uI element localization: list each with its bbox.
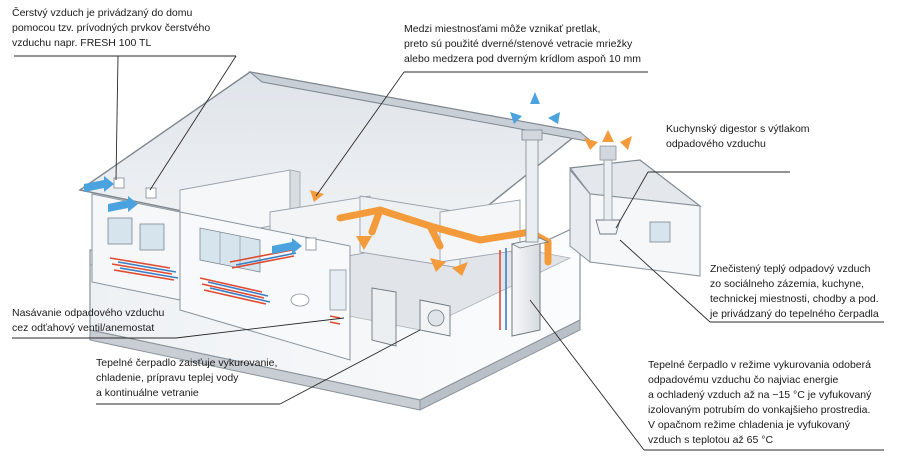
roof-exhaust-arrows (510, 92, 560, 124)
callout-line: a ochladený vzduch až na −15 °C je vyfuk… (648, 389, 872, 401)
callout-line: preto sú použité dverné/stenové vetracie… (404, 38, 633, 50)
callout-line: Kuchynský digestor s výtlakom (666, 123, 810, 135)
waste-air-arrows (310, 190, 468, 276)
outdoor-unit (419, 299, 451, 337)
callout-line: je privádzaný do tepelného čerpadla (710, 308, 879, 320)
callout-fresh-air: Čerstvý vzduch je privádzaný do domu pom… (12, 6, 210, 51)
callout-line: Znečistený teplý odpadový vzduch (710, 263, 871, 275)
kitchen-hood-arrows (584, 130, 632, 150)
callout-line: cez odťahový ventil/anemostat (12, 322, 155, 334)
callout-line: Čerstvý vzduch je privádzaný do domu (12, 7, 193, 19)
callout-line: chladenie, prípravu teplej vody (96, 372, 239, 384)
callout-line: vzduch s teplotou až 65 °C (648, 434, 774, 446)
callout-line: vzduchu napr. FRESH 100 TL (12, 37, 152, 49)
callout-line: alebo medzera pod dverným krídlom aspoň … (404, 53, 641, 65)
callout-line: zo sociálneho zázemia, kuchyne, (710, 278, 865, 290)
callout-line: Nasávanie odpadového vzduchu (12, 307, 165, 319)
annex-building (568, 145, 703, 277)
callout-line: odpadovému vzduchu čo najviac energie (648, 374, 839, 386)
callout-exhaust-valve: Nasávanie odpadového vzduchu cez odťahov… (12, 306, 164, 336)
callout-line: Tepelné čerpadlo v režime vykurovania od… (648, 359, 871, 371)
callout-waste-air: Znečistený teplý odpadový vzduch zo soci… (710, 262, 879, 322)
callout-line: Tepelné čerpadlo zaisťuje vykurovanie, (96, 357, 278, 369)
callout-kitchen-hood: Kuchynský digestor s výtlakom odpadového… (666, 122, 810, 152)
fresh-air-inlets (84, 176, 317, 254)
callout-heat-pump: Tepelné čerpadlo zaisťuje vykurovanie, c… (96, 356, 277, 401)
callout-pressure: Medzi miestnosťami môže vznikať pretlak,… (404, 22, 641, 67)
callout-line: technickej miestnosti, chodby a pod. (710, 293, 879, 305)
heat-pump-unit (510, 129, 550, 337)
callout-line: Medzi miestnosťami môže vznikať pretlak, (404, 23, 601, 35)
callout-line: V opačnom režime chladenia je vyfukovaný (648, 419, 850, 431)
leader-lines (12, 55, 884, 451)
callout-line: izolovaným potrubím do vonkajšieho prost… (648, 404, 871, 416)
callout-line: pomocou tzv. prívodných prvkov čerstvého (12, 22, 211, 34)
callout-line: a kontinuálne vetranie (96, 387, 199, 399)
callout-line: odpadového vzduchu (666, 138, 766, 150)
callout-heating-mode: Tepelné čerpadlo v režime vykurovania od… (648, 358, 871, 448)
